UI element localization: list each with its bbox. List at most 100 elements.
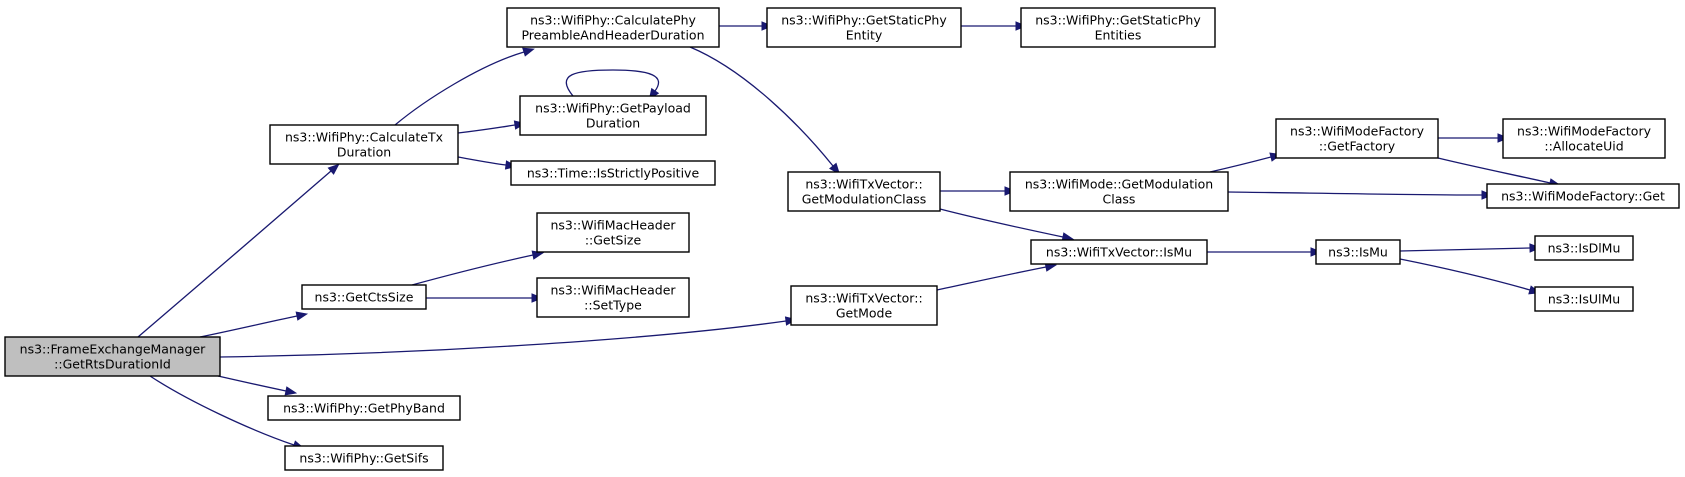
node-wifi-mac-header-set-type[interactable]: ns3::WifiMacHeader::SetType: [536, 277, 690, 318]
node-label-line: ns3::WifiPhy::GetPayload: [535, 101, 691, 116]
node-label-line: ::SetType: [584, 298, 642, 313]
arrowhead: [284, 386, 298, 396]
node-wifi-tx-vector-get-mode[interactable]: ns3::WifiTxVector::GetMode: [790, 285, 938, 326]
edge-wifi-phy-calculate-phy-preamble-and-header-duration-to-wifi-phy-get-static-phy-entity: [719, 21, 774, 31]
edge-is-mu-to-is-dl-mu: [1399, 243, 1542, 253]
node-label-line: ns3::WifiPhy::GetStaticPhy: [1035, 13, 1201, 28]
node-is-mu[interactable]: ns3::IsMu: [1315, 239, 1401, 265]
node-label-line: ::GetRtsDurationId: [54, 357, 171, 372]
node-label-line: Class: [1103, 192, 1136, 207]
node-label-line: ::GetFactory: [1319, 139, 1396, 154]
node-box: [1486, 183, 1680, 209]
node-label-line: ns3::WifiPhy::CalculatePhy: [530, 13, 696, 28]
arrowhead: [327, 163, 340, 175]
node-wifi-mac-header-get-size[interactable]: ns3::WifiMacHeader::GetSize: [536, 212, 690, 253]
edge-frame-exchange-manager-get-rts-duration-id-to-get-cts-size: [199, 311, 309, 338]
node-box: [536, 212, 690, 253]
node-box: [1009, 171, 1229, 212]
arrowhead: [522, 47, 535, 57]
node-label-line: ns3::IsDlMu: [1548, 241, 1621, 256]
node-label-line: ns3::FrameExchangeManager: [20, 342, 206, 357]
node-is-dl-mu[interactable]: ns3::IsDlMu: [1534, 235, 1634, 261]
node-label-line: ns3::WifiTxVector::: [805, 177, 922, 192]
node-label-line: Duration: [337, 145, 391, 160]
node-label-line: ns3::IsUlMu: [1548, 292, 1620, 307]
node-box: [4, 336, 221, 377]
node-wifi-mode-factory-get-factory[interactable]: ns3::WifiModeFactory::GetFactory: [1275, 118, 1439, 159]
node-box: [1534, 286, 1634, 312]
edge-frame-exchange-manager-get-rts-duration-id-to-wifi-tx-vector-get-mode: [219, 316, 798, 358]
edge-frame-exchange-manager-get-rts-duration-id-to-wifi-phy-get-phy-band: [217, 375, 298, 396]
node-box: [1315, 239, 1401, 265]
node-wifi-phy-calculate-phy-preamble-and-header-duration[interactable]: ns3::WifiPhy::CalculatePhyPreambleAndHea…: [506, 7, 720, 48]
edge-is-mu-to-is-ul-mu: [1399, 258, 1541, 295]
edge-wifi-mode-get-modulation-class-to-wifi-mode-factory-get: [1227, 190, 1494, 200]
node-box: [301, 284, 427, 310]
node-box: [284, 445, 444, 471]
edge-get-cts-size-to-wifi-mac-header-get-size: [411, 250, 545, 286]
node-label-line: ns3::WifiPhy::CalculateTx: [285, 130, 443, 145]
node-label-line: ns3::GetCtsSize: [315, 290, 414, 305]
edge-wifi-phy-calculate-tx-duration-to-wifi-phy-get-payload-duration: [457, 120, 527, 134]
node-box: [1275, 118, 1439, 159]
node-wifi-phy-get-phy-band[interactable]: ns3::WifiPhy::GetPhyBand: [267, 395, 461, 421]
node-box: [506, 7, 720, 48]
node-wifi-mode-factory-get[interactable]: ns3::WifiModeFactory::Get: [1486, 183, 1680, 209]
node-label-line: ns3::WifiPhy::GetStaticPhy: [781, 13, 947, 28]
arrowhead: [829, 162, 841, 175]
node-get-cts-size[interactable]: ns3::GetCtsSize: [301, 284, 427, 310]
node-label-line: ns3::WifiMacHeader: [550, 283, 676, 298]
node-label-line: ns3::Time::IsStrictlyPositive: [527, 166, 700, 181]
node-wifi-phy-get-sifs[interactable]: ns3::WifiPhy::GetSifs: [284, 445, 444, 471]
node-box: [269, 124, 459, 165]
node-wifi-tx-vector-get-modulation-class[interactable]: ns3::WifiTxVector::GetModulationClass: [787, 171, 941, 212]
node-label-line: ns3::WifiTxVector::: [805, 291, 922, 306]
edge-get-cts-size-to-wifi-mac-header-set-type: [425, 293, 544, 303]
node-wifi-mode-get-modulation-class[interactable]: ns3::WifiMode::GetModulationClass: [1009, 171, 1229, 212]
edge-wifi-phy-calculate-phy-preamble-and-header-duration-to-wifi-tx-vector-get-modulation-class: [689, 46, 841, 175]
node-label-line: ns3::WifiModeFactory::Get: [1501, 189, 1665, 204]
edge-wifi-tx-vector-get-mode-to-wifi-tx-vector-is-mu: [936, 262, 1058, 291]
node-box: [1030, 239, 1208, 265]
node-box: [1020, 7, 1216, 48]
node-box: [267, 395, 461, 421]
edge-wifi-tx-vector-get-modulation-class-to-wifi-tx-vector-is-mu: [939, 208, 1075, 242]
edge-wifi-tx-vector-get-modulation-class-to-wifi-mode-get-modulation-class: [940, 186, 1017, 196]
node-time-is-strictly-positive[interactable]: ns3::Time::IsStrictlyPositive: [510, 160, 716, 186]
edge-wifi-mode-factory-get-factory-to-wifi-mode-factory-get: [1437, 157, 1562, 188]
node-label-line: Entity: [846, 28, 883, 43]
node-box: [536, 277, 690, 318]
node-label-line: PreambleAndHeaderDuration: [521, 28, 704, 43]
node-label-line: ::AllocateUid: [1544, 139, 1623, 154]
edge-wifi-tx-vector-is-mu-to-is-mu: [1207, 247, 1323, 257]
node-label-line: ns3::WifiModeFactory: [1517, 124, 1652, 139]
node-box: [766, 7, 962, 48]
node-label-line: Duration: [586, 116, 640, 131]
node-frame-exchange-manager-get-rts-duration-id[interactable]: ns3::FrameExchangeManager::GetRtsDuratio…: [4, 336, 221, 377]
node-box: [519, 95, 707, 136]
edge-wifi-phy-calculate-tx-duration-to-time-is-strictly-positive: [457, 156, 518, 170]
node-label-line: ns3::WifiTxVector::IsMu: [1046, 245, 1192, 260]
node-box: [1502, 118, 1666, 159]
node-label-line: ns3::WifiPhy::GetSifs: [299, 451, 428, 466]
node-label-line: GetMode: [836, 306, 893, 321]
node-is-ul-mu[interactable]: ns3::IsUlMu: [1534, 286, 1634, 312]
edge-wifi-phy-get-payload-duration-to-wifi-phy-get-payload-duration: [565, 69, 660, 101]
node-label-line: GetModulationClass: [802, 192, 927, 207]
edges-layer: [137, 21, 1562, 450]
node-box: [790, 285, 938, 326]
edge-wifi-phy-calculate-tx-duration-to-wifi-phy-calculate-phy-preamble-and-header-duration: [394, 47, 535, 126]
edge-wifi-phy-get-static-phy-entity-to-wifi-phy-get-static-phy-entities: [961, 21, 1028, 31]
node-box: [510, 160, 716, 186]
edge-wifi-mode-get-modulation-class-to-wifi-mode-factory-get-factory: [1209, 152, 1282, 173]
node-wifi-mode-factory-allocate-uid[interactable]: ns3::WifiModeFactory::AllocateUid: [1502, 118, 1666, 159]
edge-frame-exchange-manager-get-rts-duration-id-to-wifi-phy-calculate-tx-duration: [137, 163, 340, 338]
node-label-line: ns3::WifiPhy::GetPhyBand: [283, 401, 445, 416]
node-wifi-tx-vector-is-mu[interactable]: ns3::WifiTxVector::IsMu: [1030, 239, 1208, 265]
edge-wifi-mode-factory-get-factory-to-wifi-mode-factory-allocate-uid: [1438, 133, 1510, 143]
